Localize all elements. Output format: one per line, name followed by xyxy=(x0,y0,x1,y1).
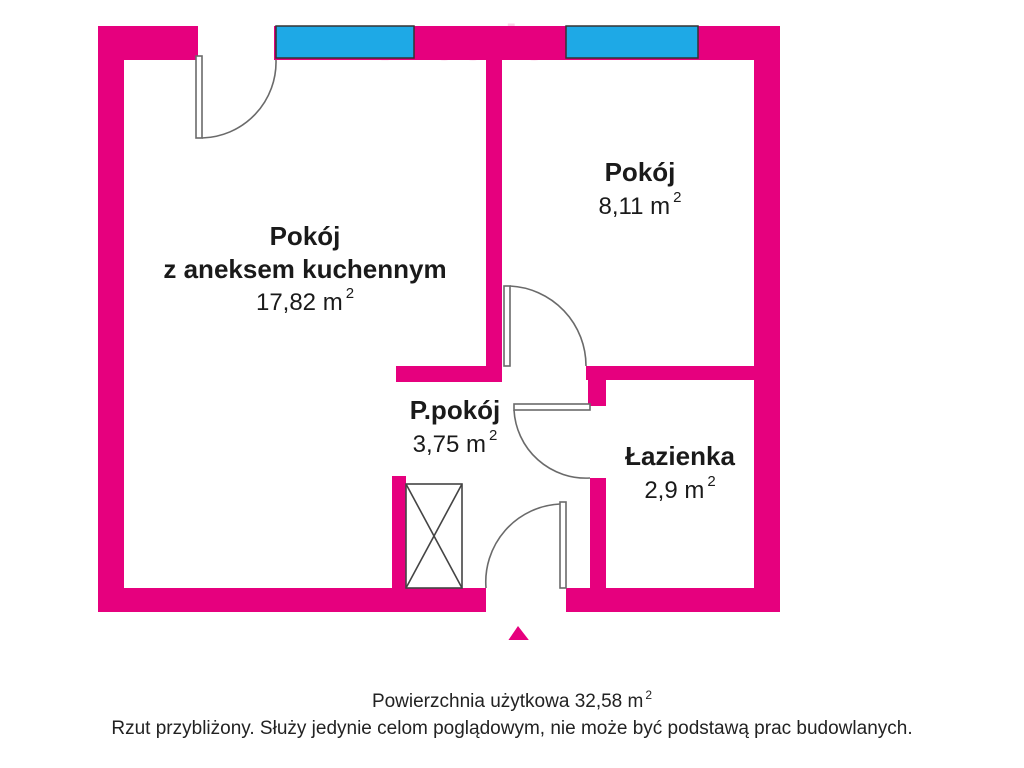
door-swing-bathroom xyxy=(513,409,591,479)
disclaimer: Rzut przybliżony. Służy jedynie celom po… xyxy=(111,718,913,739)
wall-bathroom-left-top xyxy=(588,366,606,406)
door-swing-top xyxy=(201,59,277,139)
windows xyxy=(275,25,699,59)
wall-right xyxy=(754,26,780,612)
door-leaf-bathroom xyxy=(513,403,591,411)
window-left xyxy=(275,25,415,59)
wall-bathroom-top xyxy=(586,366,780,380)
entrance-arrow-icon xyxy=(508,626,529,640)
wall-left xyxy=(98,26,124,612)
room-name: Pokój xyxy=(269,221,341,251)
door-swing-room xyxy=(509,285,587,367)
door-leaf-room xyxy=(503,285,511,367)
door-leaf-top xyxy=(195,55,203,139)
room-name: P.pokój xyxy=(409,395,501,425)
doors xyxy=(195,55,591,589)
room-name-line2: z aneksem kuchennym xyxy=(163,253,447,284)
room-name: Pokój xyxy=(604,157,676,187)
floor-plan xyxy=(98,25,780,640)
wall-bathroom-left xyxy=(590,478,606,594)
walls xyxy=(98,26,780,612)
room-name: Łazienka xyxy=(625,441,735,471)
wardrobe xyxy=(405,483,463,589)
wall-cupboard xyxy=(392,476,406,594)
door-swing-entrance xyxy=(484,503,561,589)
wall-partition-upper xyxy=(486,56,502,382)
wall-partition-hall xyxy=(396,366,502,382)
wall-bottom-left xyxy=(98,588,486,612)
window-right xyxy=(565,25,699,59)
door-leaf-entrance xyxy=(559,501,567,589)
